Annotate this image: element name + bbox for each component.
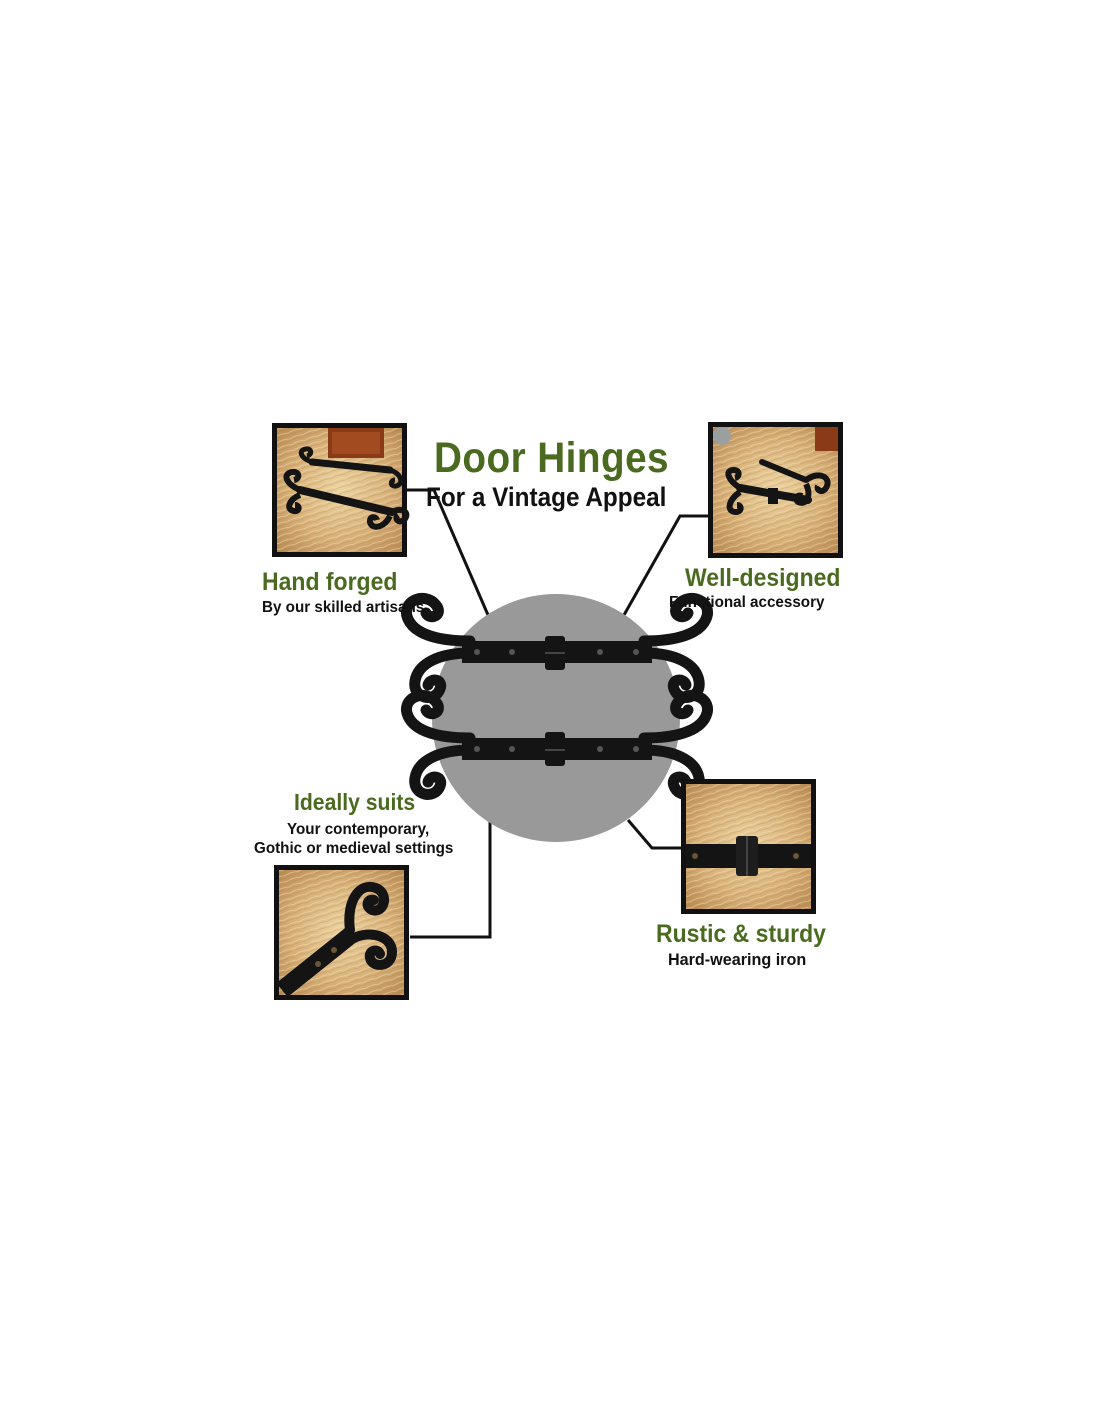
hinge-bottom xyxy=(406,695,707,794)
page-subtitle: For a Vintage Appeal xyxy=(426,482,667,512)
feature-text-hand-forged: By our skilled artisans xyxy=(262,599,425,616)
feature-heading-rustic-sturdy: Rustic & sturdy xyxy=(656,920,826,948)
hinge-pair-illustration xyxy=(406,598,707,794)
photo-ideally-suits xyxy=(274,865,409,1000)
photo-hand-forged xyxy=(272,423,410,557)
feature-heading-hand-forged: Hand forged xyxy=(262,568,398,596)
page-title: Door Hinges xyxy=(434,434,670,482)
connector-lines xyxy=(407,488,709,939)
feature-text-ideally-suits-line2: Gothic or medieval settings xyxy=(254,840,454,857)
photo-rustic-sturdy xyxy=(681,779,816,914)
hinge-top xyxy=(406,598,707,697)
photo-well-designed xyxy=(708,422,843,558)
background-circle xyxy=(432,594,680,842)
feature-heading-ideally-suits: Ideally suits xyxy=(294,789,416,815)
feature-heading-well-designed: Well-designed xyxy=(685,564,841,592)
feature-text-ideally-suits-line1: Your contemporary, xyxy=(287,821,430,838)
feature-text-well-designed: Functional accessory xyxy=(669,594,825,611)
feature-text-rustic-sturdy: Hard-wearing iron xyxy=(668,950,807,969)
